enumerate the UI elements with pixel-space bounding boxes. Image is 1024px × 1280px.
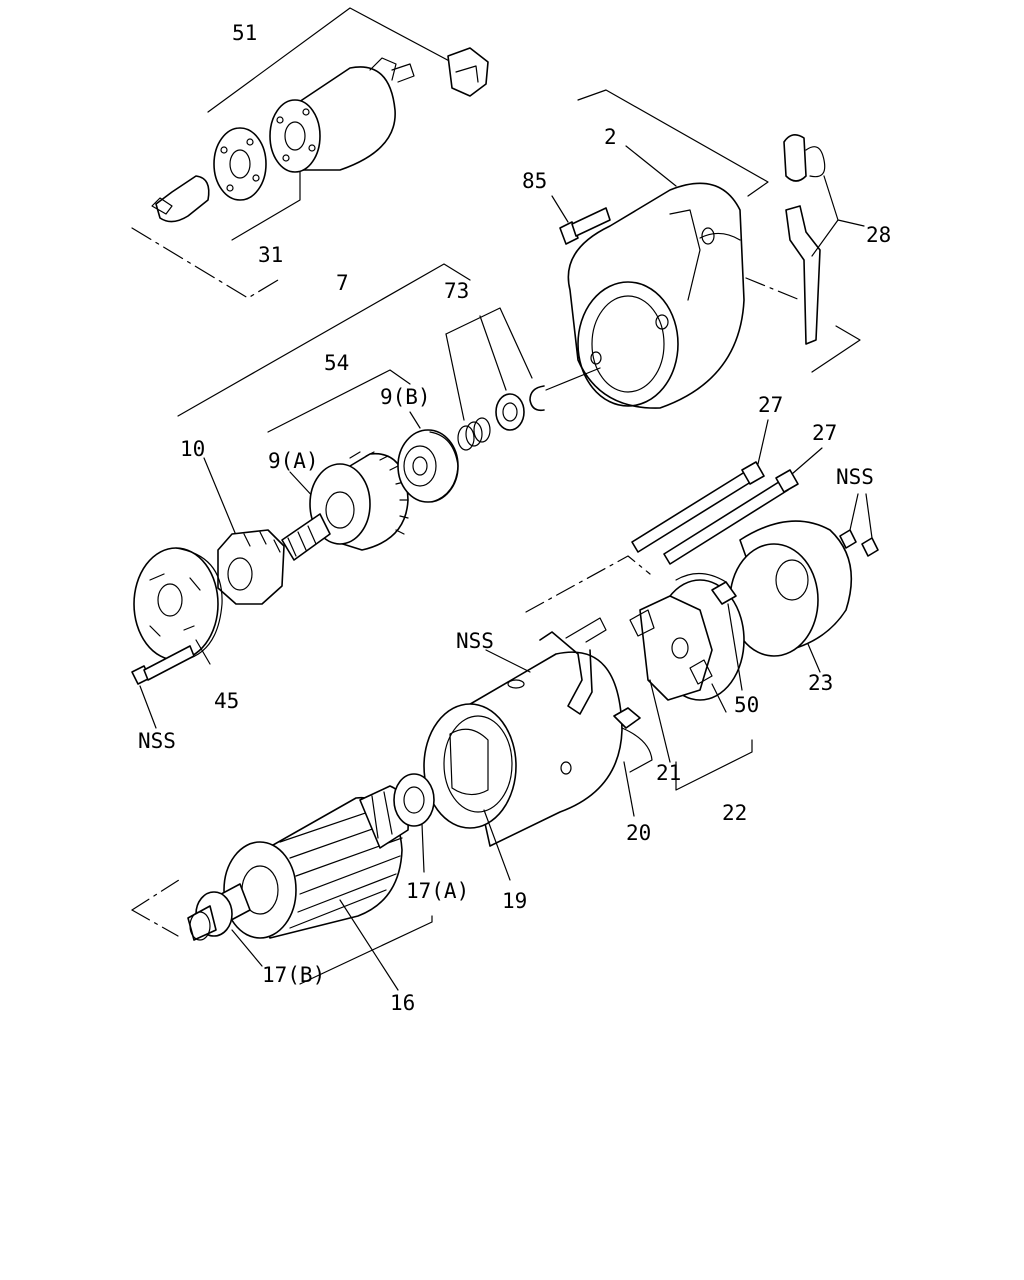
label-50: 50 [734,693,759,717]
stop-collar [495,393,525,431]
label-19: 19 [502,889,527,913]
drive-housing [567,182,745,409]
bracket-2 [577,89,769,197]
label-73: 73 [444,279,469,303]
label-27-upper: 27 [758,393,783,417]
label-2: 2 [604,125,617,149]
label-7: 7 [336,271,349,295]
leader-2 [625,145,677,187]
gasket-plate [213,127,267,201]
label-nss-right: NSS [836,465,874,489]
label-9a: 9(A) [268,449,319,473]
bracket-7 [177,263,471,417]
bracket-54 [267,369,411,433]
through-bolts [631,419,823,565]
label-21: 21 [656,761,681,785]
c-clip [529,385,545,412]
brush-holder-assembly [629,572,753,791]
callout-labels: 51 2 85 28 31 7 73 54 9(B) 27 27 10 9(A)… [138,21,891,1015]
shift-lever-28 [783,134,865,345]
bracket-51 [207,7,471,113]
yoke-group [423,555,653,881]
screws-nss-right [839,493,879,557]
bracket-22 [675,739,753,791]
bolt-85 [551,195,611,245]
leader-9b [409,411,421,429]
leader-10 [203,457,239,541]
armature-group [131,773,435,991]
spring [457,417,491,451]
label-27-lower: 27 [812,421,837,445]
label-10: 10 [180,437,205,461]
label-17a: 17(A) [406,879,469,903]
label-23: 23 [808,671,833,695]
label-45: 45 [214,689,239,713]
drive-housing-group [545,89,861,409]
bracket-31 [231,171,301,241]
label-54: 54 [324,351,349,375]
solenoid-phantom-line [131,227,279,299]
solenoid-body [269,57,415,173]
plunger [151,175,210,223]
label-17b: 17(B) [262,963,325,987]
bracket-16 [299,915,433,985]
pinion-brackets [177,263,533,541]
label-16: 16 [390,991,415,1015]
label-22: 22 [722,801,747,825]
bearing-9b [397,429,459,503]
pinion-shaft [281,513,331,561]
bracket-73 [445,307,533,379]
label-20: 20 [626,821,651,845]
screw-nss-left [131,645,195,729]
terminal-cap [447,47,489,97]
front-cover-plate [133,547,223,665]
label-31: 31 [258,243,283,267]
rear-cover [729,520,853,673]
housing-bore [577,281,679,407]
label-28: 28 [866,223,891,247]
label-9b: 9(B) [380,385,431,409]
label-nss-yoke: NSS [456,629,494,653]
label-51: 51 [232,21,257,45]
label-nss-left: NSS [138,729,176,753]
pinion-gear [217,529,285,605]
label-85: 85 [522,169,547,193]
solenoid-group [131,7,489,299]
